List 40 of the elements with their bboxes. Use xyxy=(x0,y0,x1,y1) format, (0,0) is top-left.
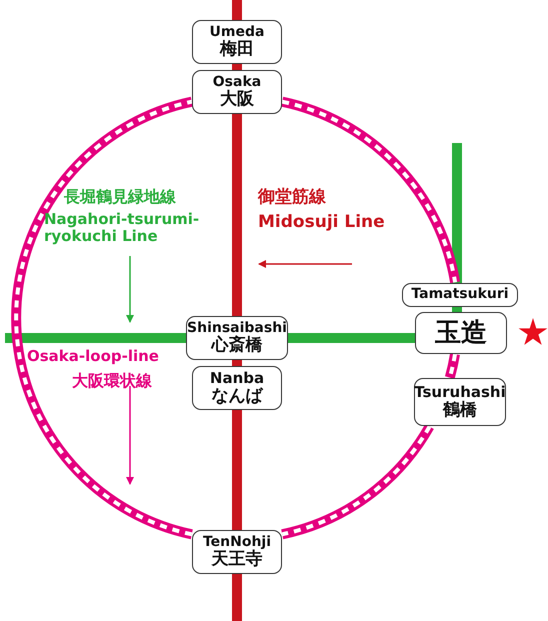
station-name: Tamatsukuri xyxy=(411,287,509,303)
railway-loop-line xyxy=(444,353,460,379)
station-name: 大阪 xyxy=(220,90,254,110)
railway-loop-line xyxy=(280,96,460,284)
station-name: 玉造 xyxy=(435,318,487,348)
railway-line xyxy=(232,64,242,70)
railway-line xyxy=(5,333,186,343)
line-name-label: Osaka-loop-line xyxy=(27,348,159,364)
station-name: Osaka xyxy=(212,74,262,90)
station-name: 鶴橋 xyxy=(443,400,477,420)
station-box xyxy=(192,70,282,114)
station-name: TenNohji xyxy=(202,534,272,550)
station-box xyxy=(192,20,282,64)
railway-line xyxy=(232,360,242,366)
station-name: 心斎橋 xyxy=(212,336,262,356)
railway-loop-line xyxy=(12,96,194,540)
station-name: Umeda xyxy=(210,24,264,40)
station-name: Nanba xyxy=(210,370,264,387)
line-name-label: Nagahori-tsurumi-ryokuchi Line xyxy=(44,211,200,244)
railway-line xyxy=(288,333,415,343)
railway-line xyxy=(232,114,242,316)
railway-loop-line xyxy=(280,424,434,540)
railway-line xyxy=(232,0,242,20)
railway-line xyxy=(452,143,462,283)
railway-line xyxy=(232,410,242,530)
line-name-label: 大阪環状線 xyxy=(72,372,152,390)
line-name-label: Midosuji Line xyxy=(258,213,385,232)
line-name-label: 御堂筋線 xyxy=(258,188,326,207)
station-name: Shinsaibashi xyxy=(187,320,287,336)
station-box xyxy=(402,283,518,307)
line-name-label: 長堀鶴見緑地線 xyxy=(64,188,176,206)
railway-line xyxy=(452,307,462,312)
station-name: 天王寺 xyxy=(212,550,262,570)
station-box xyxy=(415,312,507,354)
railway-line xyxy=(232,574,242,621)
station-box xyxy=(192,530,282,574)
station-box xyxy=(192,366,282,410)
station-box xyxy=(186,316,288,360)
station-name: 梅田 xyxy=(220,40,254,60)
station-name: なんば xyxy=(212,386,262,406)
